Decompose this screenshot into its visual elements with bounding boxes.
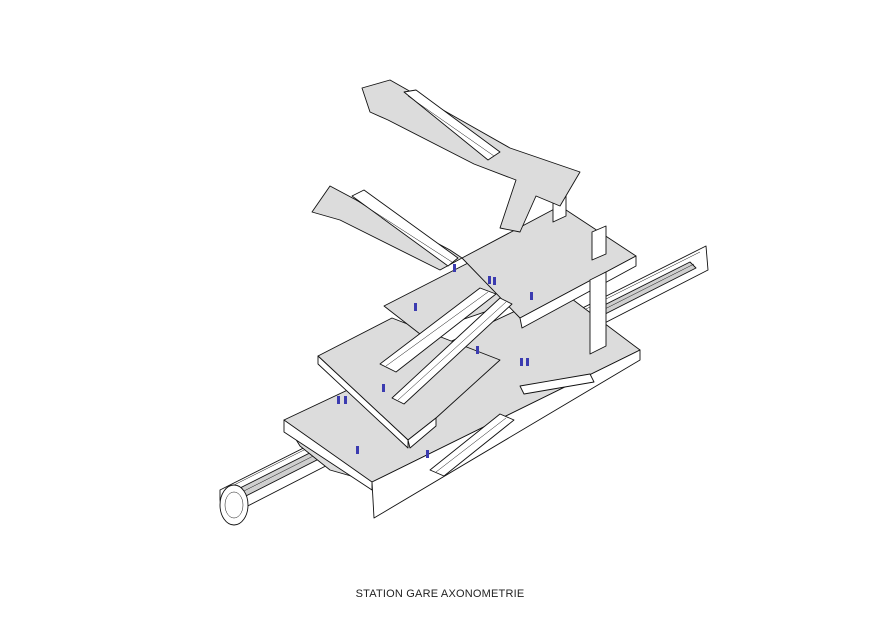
- drawing-caption: STATION GARE AXONOMETRIE: [355, 588, 525, 600]
- escalators: [351, 89, 595, 477]
- people-figures: [337, 264, 533, 458]
